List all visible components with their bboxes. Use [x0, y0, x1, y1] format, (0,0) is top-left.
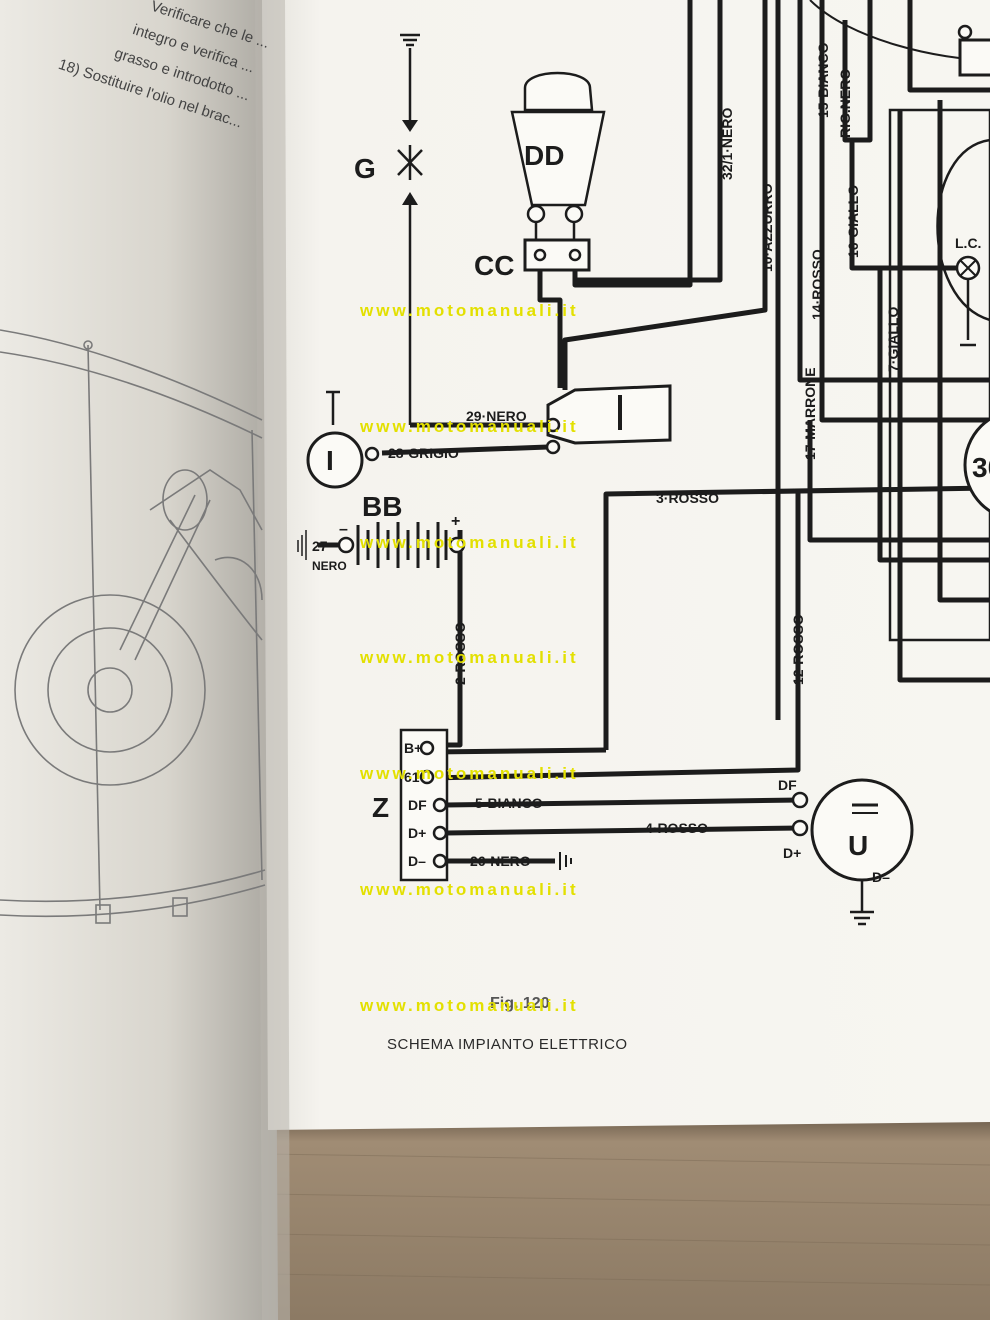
- u-term-df: DF: [778, 777, 797, 793]
- page-gutter-shadow: [255, 0, 290, 1320]
- arrow-up-icon: [402, 192, 418, 205]
- figure-caption: SCHEMA IMPIANTO ELETTRICO: [387, 1036, 628, 1053]
- watermark-5: www.motomanuali.it: [359, 764, 579, 783]
- wire-29: 29·NERO: [466, 408, 527, 424]
- wire-32: 32/1·NERO: [719, 108, 735, 180]
- wires: [318, 0, 990, 912]
- u-term-dplus: D+: [783, 845, 801, 861]
- wire-15b: RIG.NERO: [837, 69, 853, 138]
- label-30: 30: [972, 452, 990, 483]
- label-dd: DD: [524, 140, 564, 171]
- wire-7: 7·GIALLO: [885, 307, 901, 372]
- wire-27b: NERO: [312, 559, 347, 573]
- wire-4: 4·ROSSO: [645, 820, 708, 836]
- component-g-horn: G: [354, 33, 423, 205]
- component-i-ignition: I: [306, 390, 380, 489]
- component-z-regulator: B+ 61 DF D+ D– Z: [372, 728, 572, 882]
- term-bplus: B+: [404, 740, 422, 756]
- label-cc: CC: [474, 250, 514, 281]
- term-df: DF: [408, 797, 427, 813]
- motorcycle-sketch: [0, 329, 266, 924]
- left-page: [0, 0, 278, 1320]
- label-lc: L.C.: [955, 235, 981, 251]
- term-61: 61: [404, 769, 420, 785]
- wire-16: 16·GIALLO: [845, 185, 861, 258]
- watermark-1: www.motomanuali.it: [359, 301, 579, 320]
- watermarks: www.motomanuali.it www.motomanuali.it ww…: [359, 301, 579, 1015]
- figure-number: Fig. 120: [490, 995, 550, 1012]
- wire-3: 3·ROSSO: [656, 490, 719, 506]
- component-bb-battery: BB – +: [297, 491, 466, 568]
- wire-28: 28·GRIGIO: [388, 445, 459, 461]
- ground-icon-u: [850, 910, 874, 926]
- term-dminus: D–: [408, 853, 426, 869]
- wire-labels: 29·NERO 28·GRIGIO 27 NERO 32/1·NERO 10·A…: [312, 42, 901, 869]
- label-i: I: [326, 445, 334, 476]
- label-g: G: [354, 153, 376, 184]
- ground-icon-z: [559, 852, 572, 870]
- wire-14: 14·ROSSO: [809, 249, 825, 320]
- label-u: U: [848, 830, 868, 861]
- bb-plus-label: +: [451, 513, 460, 530]
- watermark-2: www.motomanuali.it: [359, 417, 579, 436]
- u-term-dminus: D–: [872, 869, 890, 885]
- wire-26: 26·NERO: [470, 853, 531, 869]
- wire-15: 15·BIANCO: [815, 42, 831, 118]
- component-l-relay: [545, 384, 672, 455]
- component-cc-socket: CC: [474, 238, 591, 281]
- wire-17: 17·MARRONE: [802, 367, 818, 460]
- label-z: Z: [372, 792, 389, 823]
- watermark-7: www.motomanuali.it: [359, 996, 579, 1015]
- label-bb: BB: [362, 491, 402, 522]
- wire-12: 12·ROSSO: [790, 614, 806, 685]
- arrow-down-icon: [402, 120, 418, 132]
- wire-2: 2·ROSSO: [452, 622, 468, 685]
- wire-27: 27: [312, 538, 328, 554]
- ground-icon: [297, 530, 307, 560]
- wire-5: 5·BIANCO: [475, 795, 543, 811]
- watermark-4: www.motomanuali.it: [359, 648, 579, 667]
- watermark-3: www.motomanuali.it: [359, 533, 579, 552]
- component-u-generator: U DF D+ D–: [778, 777, 914, 926]
- top-right-instruments: L.C. 30: [809, 0, 990, 642]
- component-dd-lamp: DD: [510, 71, 606, 248]
- term-dplus: D+: [408, 825, 426, 841]
- bb-minus-label: –: [339, 521, 348, 538]
- watermark-6: www.motomanuali.it: [359, 880, 579, 899]
- wire-10: 10·AZZURRO: [759, 183, 775, 272]
